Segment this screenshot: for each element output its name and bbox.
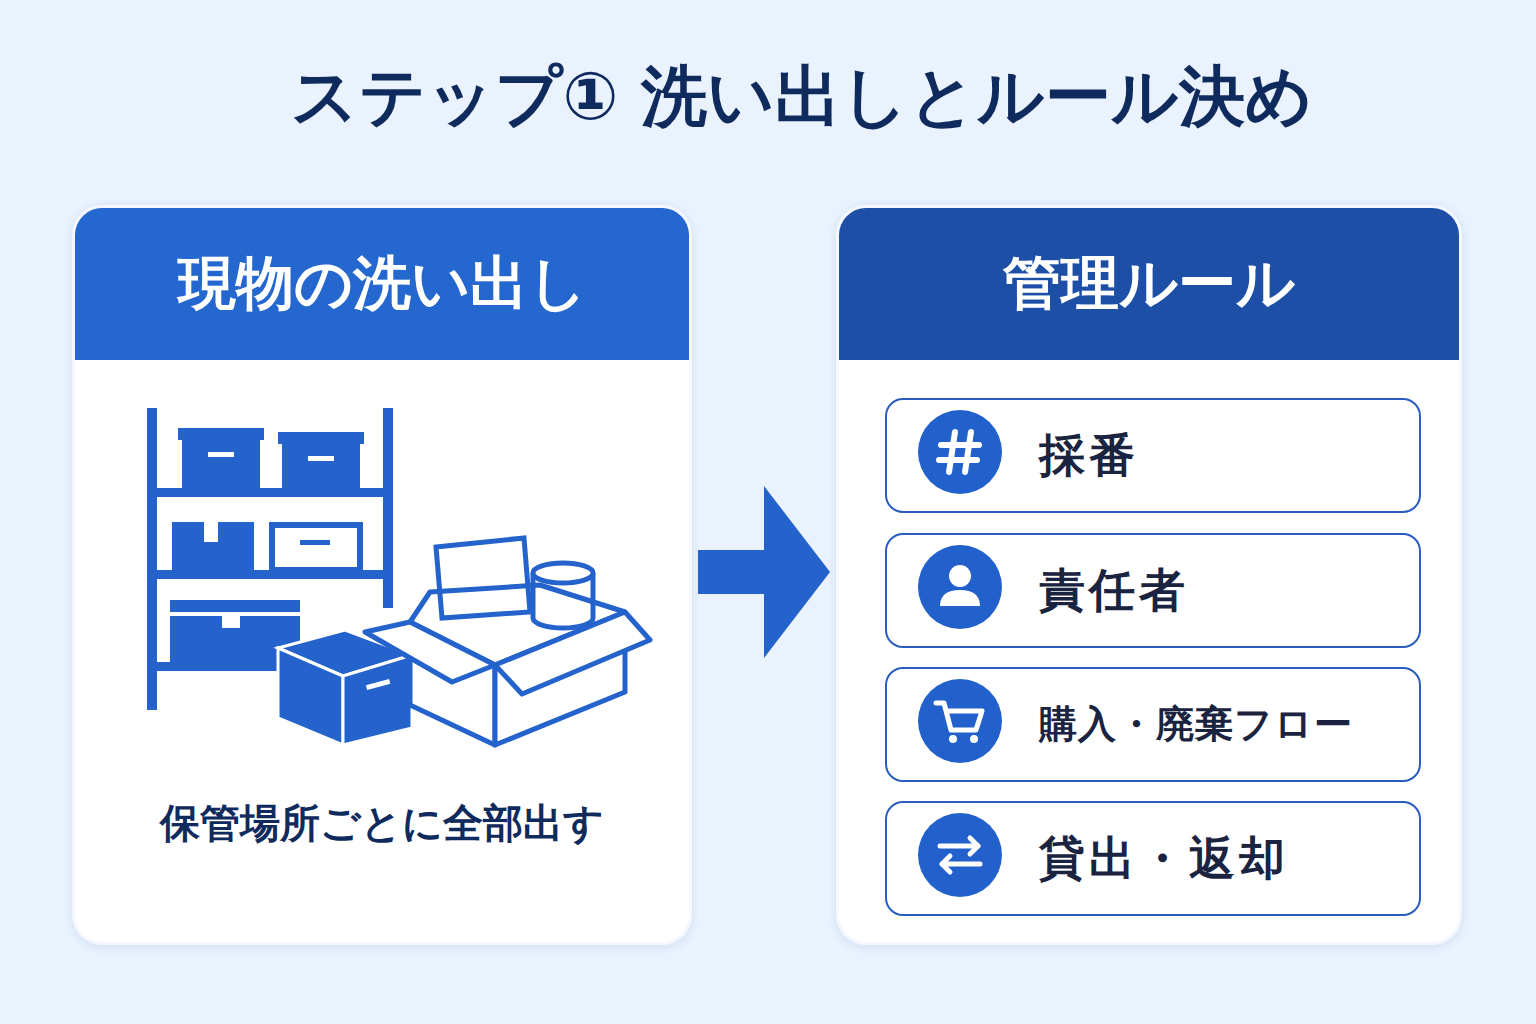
connector-layer: [698, 572, 764, 573]
panel-heading: 現物の洗い出し: [75, 208, 689, 360]
rule-item-box: 責任者: [885, 533, 1421, 648]
panel-heading: 管理ルール: [839, 208, 1459, 360]
panel-note: 保管場所ごとに全部出す: [75, 796, 689, 851]
rule-label: 購入・廃棄フロー: [1039, 699, 1353, 750]
rule-item-box: 採番: [885, 398, 1421, 513]
flow-arrow: [698, 550, 764, 594]
rule-label: 採番: [1039, 425, 1139, 487]
rule-item-box: 購入・廃棄フロー: [885, 667, 1421, 782]
rule-label: 貸出・返却: [1039, 828, 1289, 890]
panel-box: 現物の洗い出し保管場所ごとに全部出す: [72, 205, 692, 945]
page-title: ステップ① 洗い出しとルール決め: [0, 52, 1536, 142]
panel-box: 管理ルール採番責任者購入・廃棄フロー貸出・返却: [836, 205, 1462, 945]
rule-item-box: 貸出・返却: [885, 801, 1421, 916]
rule-label: 責任者: [1039, 560, 1189, 622]
